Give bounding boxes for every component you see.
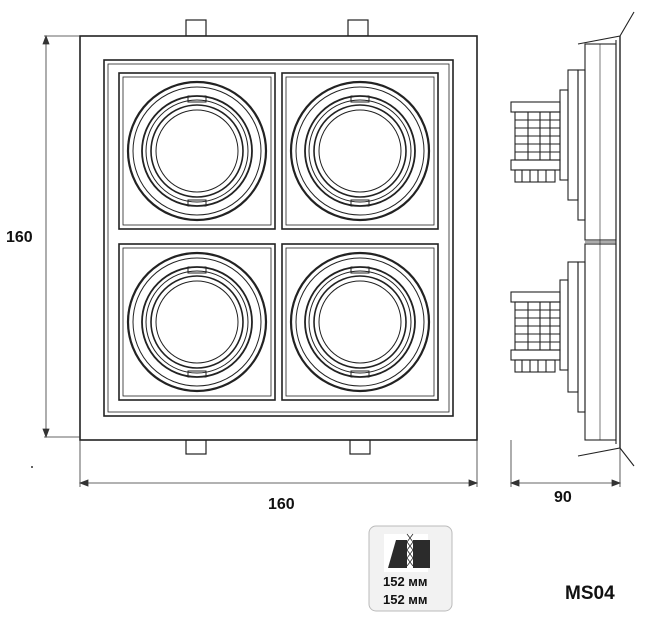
- stray-dot: [31, 466, 33, 468]
- heatsink-upper: [510, 69, 579, 201]
- lamp-modules: [118, 72, 439, 401]
- side-view: [510, 11, 635, 467]
- height-dimension-label: 160: [6, 229, 33, 246]
- lamp-module-bottom-left: [118, 243, 276, 401]
- dimension-lines: [42, 34, 622, 487]
- mounting-clip-top-right: [347, 19, 369, 37]
- lamp-module-bottom-right: [281, 243, 439, 401]
- mounting-clip-top-left: [185, 19, 207, 37]
- lamp-module-top-left: [118, 72, 276, 230]
- model-code: MS04: [565, 583, 615, 604]
- mounting-clip-bottom-right: [349, 439, 371, 455]
- outer-frame: [79, 35, 478, 441]
- cutout-saw-icon: [384, 533, 430, 572]
- inner-frame-inset: [107, 63, 450, 413]
- width-dimension-label: 160: [268, 496, 295, 513]
- front-view: [79, 19, 478, 455]
- heatsink-lower: [510, 261, 579, 393]
- inner-frame: [103, 59, 454, 417]
- cutout-badge: 152 мм 152 мм: [368, 525, 453, 612]
- lamp-module-top-right: [281, 72, 439, 230]
- depth-dimension-label: 90: [554, 489, 572, 506]
- cutout-size-line-2: 152 мм: [383, 592, 428, 607]
- cutout-size-line-1: 152 мм: [383, 574, 428, 589]
- mounting-clip-bottom-left: [185, 439, 207, 455]
